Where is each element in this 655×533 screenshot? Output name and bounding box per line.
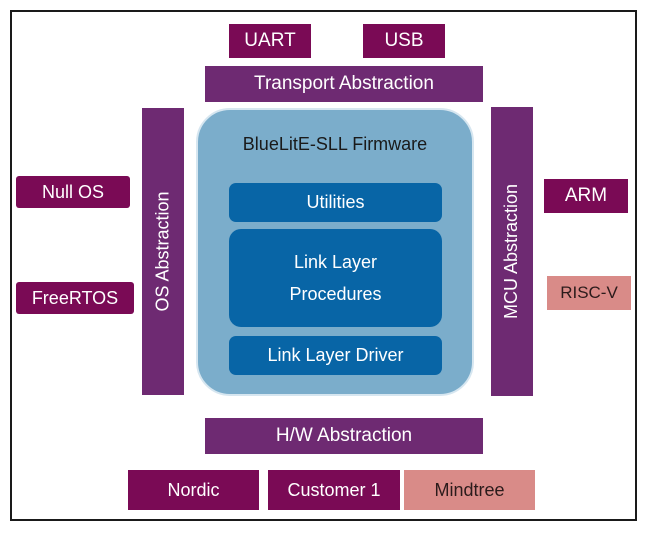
link-layer-procedures-line2: Procedures bbox=[289, 284, 382, 304]
arm-box: ARM bbox=[544, 179, 628, 213]
risc-v-box: RISC-V bbox=[547, 276, 631, 310]
mcu-abstraction-label: MCU Abstraction bbox=[501, 183, 522, 320]
link-layer-procedures-module: Link Layer Procedures bbox=[229, 229, 442, 327]
null-os-box: Null OS bbox=[16, 176, 130, 208]
mcu-abstraction-bar: MCU Abstraction bbox=[491, 107, 533, 396]
customer-1-box: Customer 1 bbox=[268, 470, 400, 510]
usb-box: USB bbox=[363, 24, 445, 58]
utilities-module: Utilities bbox=[229, 183, 442, 222]
nordic-box: Nordic bbox=[128, 470, 259, 510]
os-abstraction-bar: OS Abstraction bbox=[142, 108, 184, 395]
hw-abstraction-bar: H/W Abstraction bbox=[205, 418, 483, 454]
firmware-title: BlueLitE-SLL Firmware bbox=[242, 134, 428, 154]
mindtree-box: Mindtree bbox=[404, 470, 535, 510]
freertos-box: FreeRTOS bbox=[16, 282, 134, 314]
link-layer-driver-module: Link Layer Driver bbox=[229, 336, 442, 375]
link-layer-procedures-line1: Link Layer bbox=[293, 252, 378, 272]
uart-box: UART bbox=[229, 24, 311, 58]
os-abstraction-label: OS Abstraction bbox=[152, 191, 173, 312]
transport-abstraction-bar: Transport Abstraction bbox=[205, 66, 483, 102]
